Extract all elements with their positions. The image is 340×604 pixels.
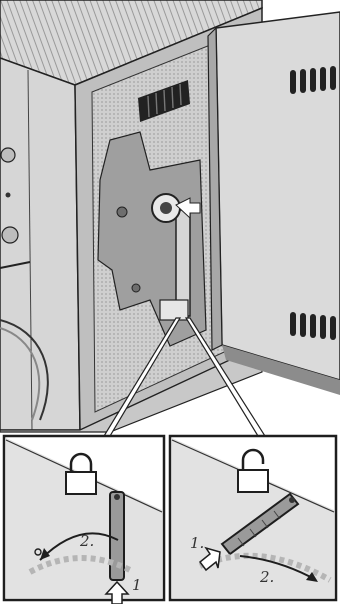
door-vents-bottom: [290, 312, 336, 340]
latch-rod-diagonal: [220, 492, 300, 556]
appliance-illustration: [0, 0, 340, 437]
detail-panel-unlocked: 1. 2.: [168, 434, 338, 602]
padlock-open-icon: [237, 448, 269, 493]
bracket-screw: [131, 283, 141, 293]
detail-panel-locked: 2. 1: [2, 434, 166, 604]
rotation-arc: [39, 532, 119, 561]
track-dashed: [198, 552, 332, 583]
bracket-screw: [116, 206, 128, 218]
push-diagonal-arrow: [198, 546, 221, 572]
control-lever: [0, 261, 31, 269]
power-cable: [0, 319, 49, 421]
panel-seam: [27, 69, 33, 431]
step-label-1: 1: [132, 576, 142, 594]
indicator-dot: [5, 192, 11, 198]
rod-pivot: [114, 494, 120, 500]
insert-arrow: [175, 197, 201, 220]
unit-bottom: [0, 344, 263, 433]
latch-pivot-center: [160, 202, 172, 214]
padlock-closed-icon: [65, 452, 97, 495]
door-shadow: [222, 345, 340, 395]
step-label-2: 2.: [79, 532, 94, 550]
track-end: [34, 548, 42, 556]
rod-hatching: [237, 510, 281, 547]
control-knob: [1, 226, 19, 244]
rotation-arrowhead: [306, 572, 318, 582]
track-dashed: [28, 555, 132, 575]
control-knob: [0, 147, 16, 163]
rotation-arrowhead: [40, 548, 50, 560]
power-cable-shade: [0, 327, 41, 421]
door-vents-top: [290, 66, 336, 94]
latch-catch: [159, 299, 189, 321]
cavity-vent-slats: [147, 83, 182, 118]
step-label-1: 1.: [190, 534, 204, 552]
push-up-arrow: [104, 580, 130, 604]
rod-pivot: [289, 497, 295, 503]
step-label-2: 2.: [259, 568, 274, 586]
unit-left-side: [0, 57, 81, 431]
